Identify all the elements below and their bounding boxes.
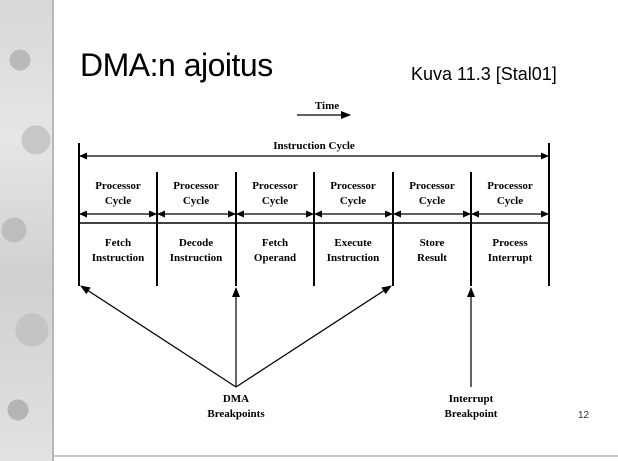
dma-pointer-line bbox=[80, 285, 237, 388]
processor-cycle-label: Cycle bbox=[497, 195, 523, 207]
decorative-edge-line bbox=[52, 0, 54, 461]
processor-cycle-label: Processor bbox=[252, 180, 298, 192]
stage-label: Operand bbox=[254, 252, 296, 264]
stage-label: Process bbox=[492, 237, 528, 249]
processor-cycle-label: Cycle bbox=[105, 195, 131, 207]
processor-cycle-label: Cycle bbox=[340, 195, 366, 207]
processor-cycle-label: Cycle bbox=[183, 195, 209, 207]
instruction-cycle-label: Instruction Cycle bbox=[273, 140, 355, 152]
stage-label: Store bbox=[420, 237, 445, 249]
time-label: Time bbox=[315, 100, 339, 112]
dma-breakpoints-label: DMA bbox=[223, 393, 249, 405]
stage-label: Result bbox=[417, 252, 447, 264]
decorative-gear-strip bbox=[0, 0, 52, 461]
interrupt-breakpoint-label: Interrupt bbox=[449, 393, 494, 405]
stage-label: Decode bbox=[179, 237, 213, 249]
bottom-rule bbox=[54, 455, 618, 457]
processor-cycle-label: Cycle bbox=[262, 195, 288, 207]
processor-cycle-label: Processor bbox=[173, 180, 219, 192]
page-number: 12 bbox=[578, 410, 590, 421]
stage-label: Instruction bbox=[327, 252, 380, 264]
dma-breakpoints-label: Breakpoints bbox=[207, 408, 265, 420]
slide-title: DMA:n ajoitus bbox=[80, 47, 273, 83]
figure-reference: Kuva 11.3 [Stal01] bbox=[411, 64, 557, 84]
stage-label: Fetch bbox=[262, 237, 288, 249]
stage-label: Fetch bbox=[105, 237, 131, 249]
interrupt-breakpoint-label: Breakpoint bbox=[445, 408, 498, 420]
stage-label: Interrupt bbox=[488, 252, 533, 264]
processor-cycle-label: Cycle bbox=[419, 195, 445, 207]
processor-cycle-label: Processor bbox=[409, 180, 455, 192]
processor-cycle-label: Processor bbox=[487, 180, 533, 192]
processor-cycle-label: Processor bbox=[330, 180, 376, 192]
stage-label: Execute bbox=[334, 237, 371, 249]
dma-pointer-line bbox=[235, 285, 392, 388]
processor-cycle-label: Processor bbox=[95, 180, 141, 192]
stage-label: Instruction bbox=[170, 252, 223, 264]
stage-label: Instruction bbox=[92, 252, 145, 264]
